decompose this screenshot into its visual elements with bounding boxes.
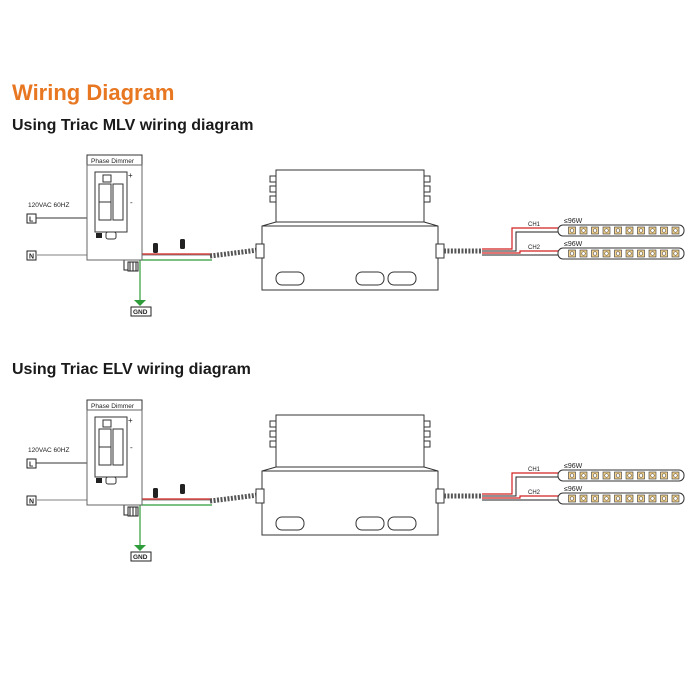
supply-label: 120VAC 60HZ [28,447,69,454]
wire-nut [180,484,185,494]
led-strip-ch1 [557,469,685,482]
ch1-label: CH1 [528,467,541,473]
ground-wire [132,193,212,261]
output-cable [443,472,560,501]
page-title: Wiring Diagram [12,80,175,105]
led-strip-ch2 [557,247,685,260]
ground-symbol [134,296,146,306]
supply-label: 120VAC 60HZ [28,202,69,209]
led-strip-ch1 [557,224,685,237]
section-heading-mlv: Using Triac MLV wiring diagram [12,117,254,134]
led-driver [255,169,445,291]
phase-dimmer: Phase Dimmer + - [86,154,143,261]
plus-label: + [128,416,133,425]
ch2-power: ≤96W [564,486,583,493]
plus-label: + [128,171,133,180]
ch2-power: ≤96W [564,241,583,248]
ch1-power: ≤96W [564,463,583,470]
terminal-block [127,261,139,272]
ch2-label: CH2 [528,490,541,496]
neutral-label: N [29,499,34,506]
phase-dimmer: Phase Dimmer + - [86,399,143,506]
led-driver [255,414,445,536]
neutral-terminal: N [26,495,37,506]
section-heading-elv: Using Triac ELV wiring diagram [12,361,251,378]
output-cable [443,227,560,256]
input-cable [209,247,259,259]
line-terminal: L [26,458,37,469]
line-terminal: L [26,213,37,224]
neutral-terminal: N [26,250,37,261]
terminal-block [127,506,139,517]
minus-label: - [130,443,133,452]
line-label: L [29,462,34,469]
ch2-label: CH2 [528,245,541,251]
line-label: L [29,217,34,224]
led-strip-ch2 [557,492,685,505]
ground-symbol [134,541,146,551]
ch1-label: CH1 [528,222,541,228]
wire-nut [153,243,158,253]
dimmer-label: Phase Dimmer [91,158,135,165]
minus-label: - [130,198,133,207]
wiring-diagram-mlv: 120VAC 60HZ L N GND Phase Dimmer [0,150,700,350]
wiring-diagram-elv: 120VAC 60HZ L N GND Phase Dimmer [0,395,700,595]
ground-label: GND [133,554,148,561]
ground-wire [132,438,212,506]
wire-nut [180,239,185,249]
wire-nut [153,488,158,498]
input-cable [209,492,259,504]
ch1-power: ≤96W [564,218,583,225]
neutral-label: N [29,254,34,261]
dimmer-label: Phase Dimmer [91,403,135,410]
ground-label: GND [133,309,148,316]
